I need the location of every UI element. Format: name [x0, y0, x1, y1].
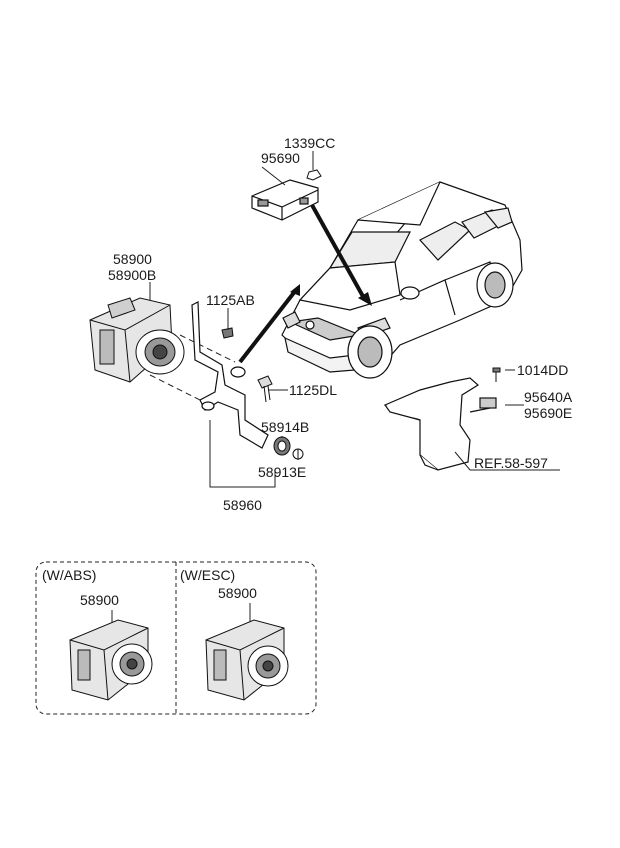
part-number-58900: 58900	[113, 251, 152, 267]
vehicle-icon	[281, 181, 523, 379]
variant-esc-part-number: 58900	[218, 585, 257, 601]
part-number-95690e: 95690E	[524, 405, 572, 421]
leader-lines	[149, 151, 560, 488]
part-number-58913e: 58913E	[258, 464, 306, 480]
part-number-1014dd: 1014DD	[517, 362, 568, 378]
bolt-icon	[257, 375, 273, 403]
arrow-heads	[290, 284, 372, 306]
bolt-icon	[492, 367, 501, 382]
part-number-95690: 95690	[261, 150, 300, 166]
abs-modulator-icon	[89, 297, 185, 383]
variant-abs-part-number: 58900	[80, 592, 119, 608]
bolt-icon	[306, 169, 322, 181]
part-number-58960: 58960	[223, 497, 262, 513]
part-labels: 1339CC 95690 58900 58900B 1125AB 1125DL …	[108, 135, 573, 513]
part-number-58914b: 58914B	[261, 419, 309, 435]
variant-abs-title: (W/ABS)	[42, 567, 96, 583]
variant-box: (W/ABS) 58900 (W/ESC) 58900	[35, 561, 317, 715]
bracket-icon	[191, 301, 269, 449]
sensor-module-icon	[251, 179, 319, 221]
location-arrows	[238, 204, 367, 364]
abs-modulator-icon	[69, 619, 153, 701]
part-number-1339cc: 1339CC	[284, 135, 335, 151]
esc-modulator-icon	[205, 619, 289, 701]
bolt-icon	[221, 327, 234, 339]
part-number-1125dl: 1125DL	[289, 382, 337, 398]
part-number-58900b: 58900B	[108, 267, 156, 283]
parking-brake-lever-icon	[383, 377, 497, 471]
part-number-95640a: 95640A	[524, 389, 573, 405]
variant-esc-title: (W/ESC)	[180, 567, 235, 583]
bushing-icon	[273, 436, 291, 456]
reference-label: REF.58-597	[474, 455, 548, 471]
part-number-1125ab: 1125AB	[206, 292, 255, 308]
